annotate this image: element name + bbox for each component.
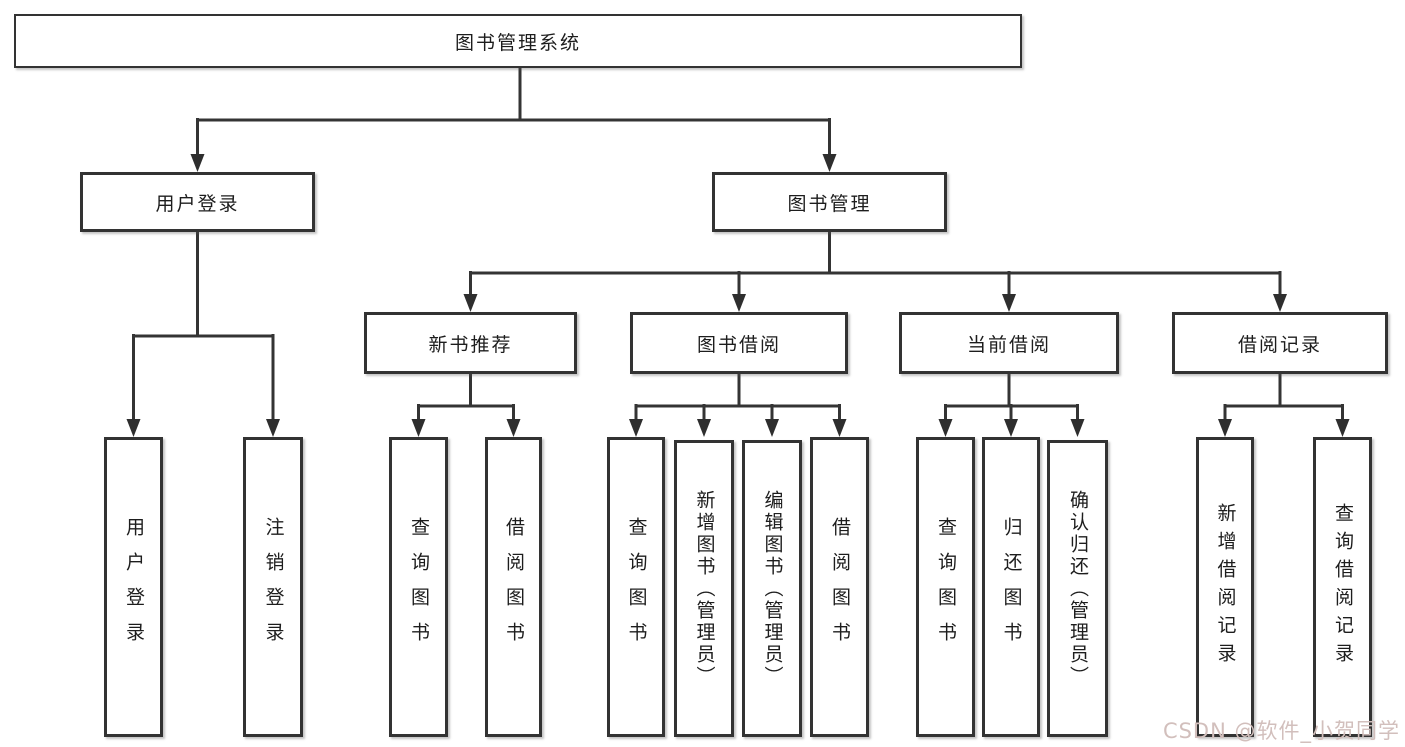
branch-book-management: 图书管理 <box>712 172 947 232</box>
leaf-recommend-borrow-books: 借阅图书 <box>485 437 542 737</box>
leaf-logout: 注销登录 <box>243 437 303 737</box>
leaf-borrowing-borrow-books-label: 借阅图书 <box>829 517 851 657</box>
leaf-borrowing-add-books-admin-label: 新增图书（管理员） <box>693 489 716 688</box>
leaf-user-login-label: 用户登录 <box>123 517 145 657</box>
leaf-borrowing-add-books-admin: 新增图书（管理员） <box>674 440 734 737</box>
leaf-borrowing-borrow-books: 借阅图书 <box>810 437 869 737</box>
leaf-records-add-record: 新增借阅记录 <box>1196 437 1254 737</box>
group-new-book-recommendation: 新书推荐 <box>364 312 577 374</box>
root-node-system: 图书管理系统 <box>14 14 1022 68</box>
leaf-current-query-books: 查询图书 <box>916 437 975 737</box>
group-book-borrowing: 图书借阅 <box>630 312 848 374</box>
leaf-recommend-borrow-books-label: 借阅图书 <box>503 517 525 657</box>
leaf-borrowing-edit-books-admin: 编辑图书（管理员） <box>742 440 802 737</box>
leaf-records-query-record-label: 查询借阅记录 <box>1332 503 1354 671</box>
leaf-logout-label: 注销登录 <box>262 517 285 657</box>
leaf-current-return-books-label: 归还图书 <box>1000 517 1023 657</box>
leaf-records-add-record-label: 新增借阅记录 <box>1214 503 1237 671</box>
leaf-user-login: 用户登录 <box>104 437 163 737</box>
leaf-borrowing-query-books: 查询图书 <box>607 437 665 737</box>
leaf-recommend-query-books: 查询图书 <box>389 437 448 737</box>
leaf-borrowing-edit-books-admin-label: 编辑图书（管理员） <box>761 489 784 688</box>
leaf-current-query-books-label: 查询图书 <box>935 517 957 657</box>
leaf-current-return-books: 归还图书 <box>982 437 1040 737</box>
leaf-borrowing-query-books-label: 查询图书 <box>625 517 648 657</box>
csdn-watermark: CSDN @软件_小贺同学 <box>1162 719 1400 743</box>
leaf-current-confirm-return-admin-label: 确认归还（管理员） <box>1067 489 1089 688</box>
branch-user-login: 用户登录 <box>80 172 315 232</box>
group-current-borrowing: 当前借阅 <box>899 312 1119 374</box>
leaf-recommend-query-books-label: 查询图书 <box>408 517 430 657</box>
group-borrowing-records: 借阅记录 <box>1172 312 1388 374</box>
leaf-current-confirm-return-admin: 确认归还（管理员） <box>1047 440 1108 737</box>
leaf-records-query-record: 查询借阅记录 <box>1313 437 1372 737</box>
